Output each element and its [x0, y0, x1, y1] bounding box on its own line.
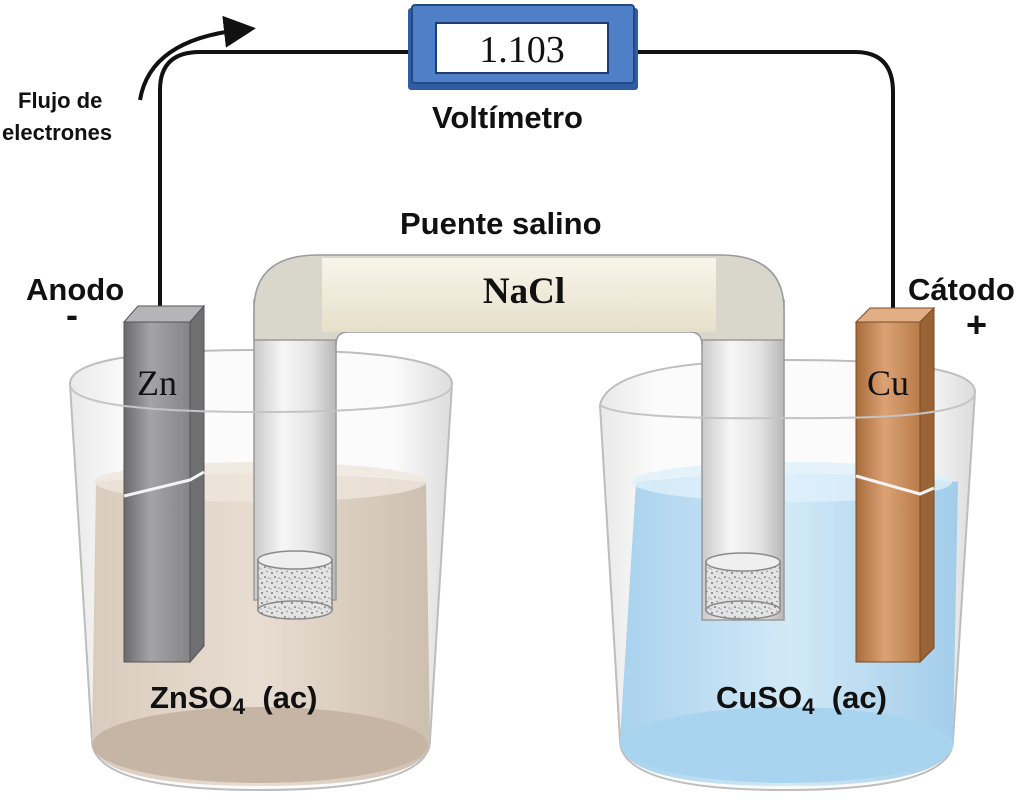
cathode-solution-state: (ac) — [831, 680, 887, 715]
copper-electrode — [854, 306, 936, 664]
voltmeter-label: Voltímetro — [432, 100, 583, 135]
porous-plug-right — [705, 552, 781, 620]
cathode-solution-formula: CuSO — [716, 680, 803, 715]
voltmeter — [408, 4, 638, 90]
zinc-electrode — [122, 304, 206, 664]
anode-solution-subscript: 4 — [232, 694, 246, 720]
electron-flow-label-line2: electrones — [2, 120, 113, 145]
cathode-solution-label: CuSO4 (ac) — [716, 680, 887, 720]
salt-bridge-electrolyte: NaCl — [482, 271, 566, 312]
anode-solution-formula: ZnSO — [150, 680, 233, 715]
salt-bridge — [253, 254, 785, 621]
electron-flow-arrow — [138, 15, 256, 101]
porous-plug-left — [257, 550, 333, 620]
voltmeter-display — [435, 22, 609, 74]
electron-flow-label-line1: Flujo de — [18, 88, 103, 113]
anode-solution-state: (ac) — [262, 680, 318, 715]
salt-bridge-label: Puente salino — [400, 206, 602, 241]
cathode-label: Cátodo — [908, 272, 1015, 307]
cathode-sign: + — [966, 304, 988, 345]
anode-electrode-label: Zn — [137, 363, 177, 403]
cathode-electrode-label: Cu — [866, 363, 909, 403]
anode-solution-label: ZnSO4 (ac) — [150, 680, 317, 720]
anode-sign: - — [66, 294, 78, 335]
voltmeter-reading: 1.103 — [479, 29, 565, 71]
cathode-solution-subscript: 4 — [802, 694, 815, 720]
anode-label: Anodo — [26, 272, 125, 307]
circuit-wire — [158, 50, 895, 318]
